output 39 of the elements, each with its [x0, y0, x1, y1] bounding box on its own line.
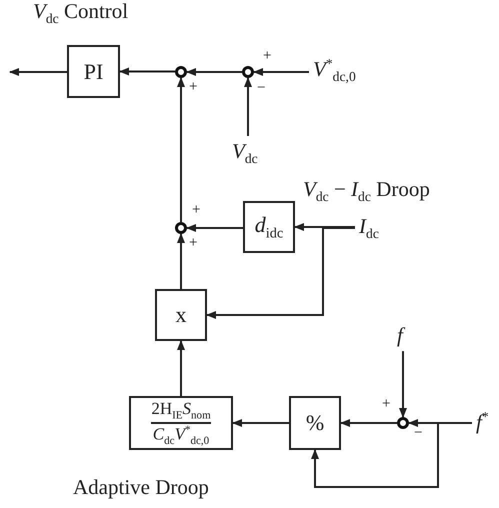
arrow [177, 233, 185, 289]
block-title: Adaptive Droop [73, 476, 209, 500]
arrow [232, 419, 289, 427]
divider-block: % [289, 396, 341, 450]
sign-label: + [192, 202, 200, 218]
arrow [186, 68, 242, 76]
fraction-numerator: 2H$_{IE}$S$_{nom}$ [151, 398, 211, 424]
arrow [253, 68, 309, 76]
sign-label: + [189, 235, 198, 252]
arrow [399, 351, 407, 418]
signal-label: I$_{dc}$ [359, 215, 379, 242]
signal-label: f$^{*}$ [476, 409, 489, 434]
gain-block [129, 396, 233, 450]
arrow [177, 77, 185, 222]
gain-block: d$_{idc}$ [243, 201, 295, 253]
arrow [294, 223, 355, 231]
arrow [9, 68, 67, 76]
summing-junction [175, 222, 187, 234]
arrow [340, 419, 397, 427]
sign-label: − [414, 425, 422, 442]
arrow [119, 68, 175, 76]
block: PI [67, 45, 120, 98]
sign-label: + [382, 396, 390, 412]
arrow [177, 340, 185, 396]
signal-label: f [397, 324, 403, 348]
arrow [311, 422, 472, 488]
sign-label: − [257, 80, 266, 96]
block-title: V$_{dc}$ − I$_{dc}$ Droop [303, 178, 430, 204]
block-title: V$_{dc}$ Control [33, 0, 128, 26]
summing-junction [242, 66, 254, 78]
arrow [186, 224, 243, 232]
multiplier-block: x [155, 289, 207, 341]
arrow [206, 227, 355, 319]
summing-junction [175, 66, 187, 78]
signal-label: V$_{dc}$ [232, 140, 258, 166]
arrow [244, 77, 252, 136]
summing-junction [397, 417, 409, 429]
sign-label: + [189, 79, 198, 96]
sign-label: + [263, 48, 272, 64]
